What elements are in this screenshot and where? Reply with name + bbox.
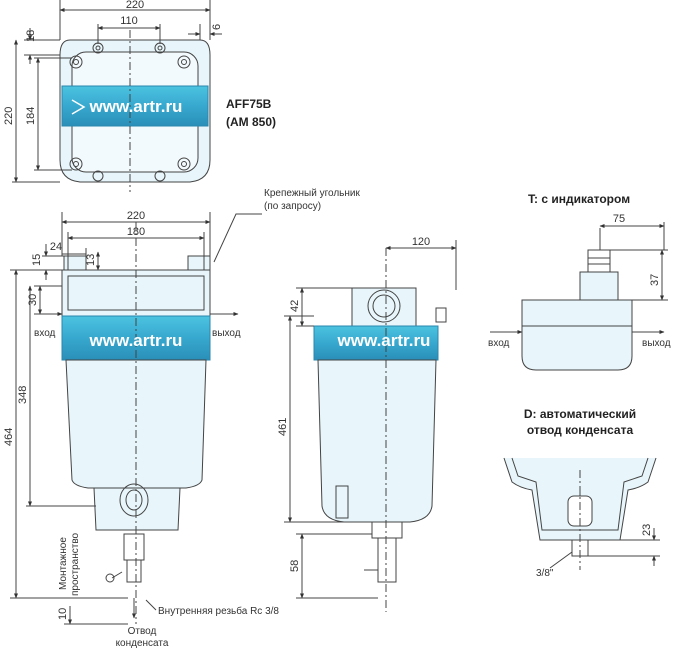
auto-drain-view [503,457,660,570]
drain-label-line2: конденсата [116,638,169,649]
install-space-line1: Монтажное [58,537,69,590]
indicator-dim-37: 37 [649,274,661,286]
model-alt-name: (AM 850) [226,115,276,129]
model-name: AFF75B [226,97,272,111]
install-space-line2: пространство [70,532,81,596]
front-dim-13: 13 [85,254,97,266]
side-dim-120: 120 [412,236,430,248]
top-dim-220-height: 220 [3,107,15,125]
front-dim-24: 24 [50,241,62,253]
top-dim-18: 18 [25,30,37,42]
front-dim-464: 464 [3,428,15,446]
drain-label-line1: Отвод [128,626,157,637]
front-dim-10: 10 [57,608,69,620]
auto-drain-title-line2: отвод конденсата [527,423,634,437]
side-view [284,240,457,612]
side-dim-42: 42 [289,300,301,312]
watermark-side: www.artr.ru [337,331,431,350]
side-dim-461: 461 [277,418,289,436]
front-dim-30: 30 [27,294,39,306]
front-dim-348: 348 [17,386,29,404]
auto-drain-title-line1: D: автоматический [524,407,636,421]
front-dim-15: 15 [31,254,43,266]
watermark-top: www.artr.ru [89,97,183,116]
front-dim-220: 220 [127,210,145,222]
top-dim-184: 184 [25,107,37,125]
indicator-outlet-label: выход [642,338,671,349]
auto-drain-thread: 3/8" [536,568,554,579]
auto-drain-dim-23: 23 [641,524,653,536]
front-view [10,212,262,625]
front-dim-180: 180 [127,226,145,238]
bracket-note-line2: (по запросу) [264,201,321,212]
indicator-dim-75: 75 [613,213,625,225]
front-inlet-label: вход [34,328,56,339]
top-dim-6: 6 [211,24,223,30]
bracket-note-line1: Крепежный угольник [264,188,360,199]
watermark-front: www.artr.ru [89,331,183,350]
front-outlet-label: выход [212,328,241,339]
side-dim-58: 58 [289,560,301,572]
indicator-view [490,222,668,371]
top-dim-110: 110 [120,15,138,27]
indicator-title: T: с индикатором [528,192,630,206]
thread-note: Внутренняя резьба Rc 3/8 [158,605,279,617]
top-view [12,0,222,192]
indicator-inlet-label: вход [488,338,510,349]
top-dim-220: 220 [126,0,144,11]
